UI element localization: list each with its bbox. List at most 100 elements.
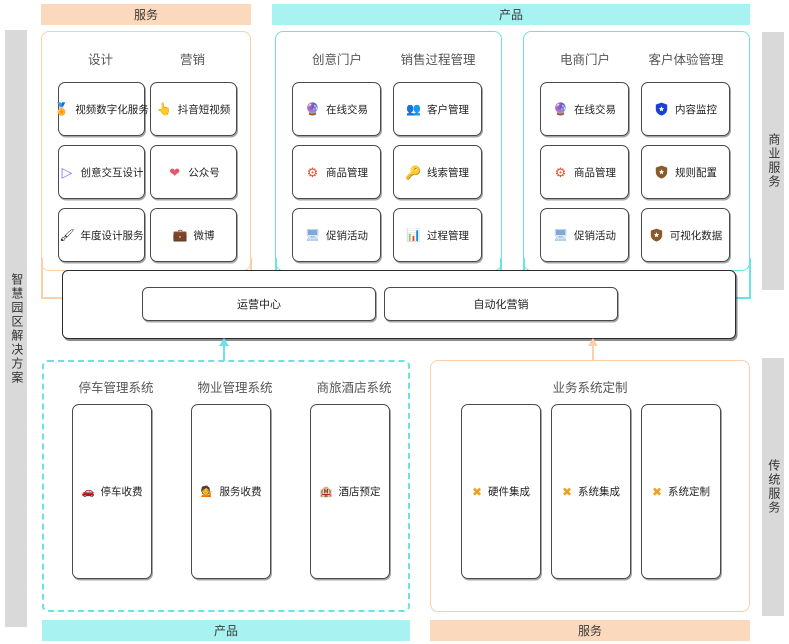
- column-title-ecommerce-portal: 电商门户: [559, 53, 610, 67]
- card-promotion-creative[interactable]: 🖥 促销活动: [292, 208, 381, 262]
- card-service-fee[interactable]: 💁 服务收费: [191, 404, 271, 579]
- top-banner-service: 服务: [41, 4, 251, 25]
- card-online-trade-ecommerce[interactable]: 🔮 在线交易: [540, 82, 629, 136]
- cross-tools-icon: ✖: [561, 484, 573, 499]
- column-title-hotel-system: 商旅酒店系统: [316, 381, 392, 395]
- gears-icon: ⚙: [554, 164, 567, 180]
- column-title-property-system: 物业管理系统: [197, 381, 273, 395]
- bottom-banner-product: 产品: [42, 620, 410, 641]
- card-label: 客户管理: [427, 103, 469, 116]
- bottom-banner-service: 服务: [430, 620, 750, 641]
- card-customer-management[interactable]: 👥 客户管理: [393, 82, 482, 136]
- connector-cx-right-vertical: [749, 258, 751, 298]
- connector-design-left-horizontal: [41, 297, 63, 299]
- card-system-customization[interactable]: ✖ 系统定制: [641, 404, 721, 579]
- platform-bar-marketing-automation[interactable]: 自动化营销: [384, 287, 618, 321]
- card-video-digitization[interactable]: 🏅 视频数字化服务: [54, 82, 149, 136]
- card-promotion-ecommerce[interactable]: 🖥 促销活动: [540, 208, 629, 262]
- card-label: 规则配置: [675, 166, 717, 179]
- card-douyin-short-video[interactable]: 👆 抖音短视频: [150, 82, 237, 136]
- hotel-icon: 🏨: [319, 486, 333, 498]
- card-label: 线索管理: [427, 166, 469, 179]
- card-system-integration[interactable]: ✖ 系统集成: [551, 404, 631, 579]
- panel-legacy-systems: [42, 360, 410, 612]
- monitor-icon: 🖥: [552, 228, 569, 242]
- right-rail-legacy-label: 传统服务: [766, 459, 781, 515]
- card-label: 在线交易: [574, 103, 616, 116]
- column-title-marketing: 营销: [179, 53, 205, 67]
- card-content-monitoring[interactable]: 内容监控: [641, 82, 730, 136]
- card-rule-configuration[interactable]: 规则配置: [641, 145, 730, 199]
- card-product-mgmt-ecommerce[interactable]: ⚙ 商品管理: [540, 145, 629, 199]
- globe-icon: 🔮: [553, 102, 568, 116]
- chart-icon: 📊: [406, 228, 421, 242]
- service-agent-icon: 💁: [200, 486, 214, 498]
- brush-icon: 🖌: [59, 228, 75, 242]
- card-visualized-data[interactable]: 可视化数据: [641, 208, 730, 262]
- card-label: 促销活动: [574, 229, 616, 242]
- card-parking-fee[interactable]: 🚗 停车收费: [72, 404, 152, 579]
- key-icon: 🔑: [405, 164, 422, 180]
- bottom-banner-product-label: 产品: [213, 624, 238, 638]
- card-label: 服务收费: [219, 486, 262, 498]
- right-rail-legacy-service: 传统服务: [762, 358, 784, 616]
- connector-sales-to-platform: [500, 258, 502, 271]
- card-label: 酒店预定: [338, 486, 381, 498]
- left-rail-solution: 智慧园区解决方案: [5, 30, 27, 627]
- card-process-management[interactable]: 📊 过程管理: [393, 208, 482, 262]
- right-rail-business-service: 商业服务: [762, 32, 784, 290]
- connector-design-left-vertical: [41, 258, 43, 298]
- heart-icon: ❤: [169, 164, 181, 180]
- card-label: 系统集成: [578, 486, 621, 498]
- right-rail-business-label: 商业服务: [766, 133, 781, 189]
- card-label: 在线交易: [326, 103, 368, 116]
- card-label: 可视化数据: [669, 229, 723, 242]
- card-hotel-booking[interactable]: 🏨 酒店预定: [310, 404, 390, 579]
- card-label: 停车收费: [100, 486, 143, 498]
- card-label: 内容监控: [675, 103, 717, 116]
- connector-legacy-to-platform-stem: [223, 345, 225, 361]
- card-official-account[interactable]: ❤ 公众号: [150, 145, 237, 199]
- card-label: 创意交互设计: [80, 166, 144, 179]
- card-product-mgmt-creative[interactable]: ⚙ 商品管理: [292, 145, 381, 199]
- bottom-banner-service-label: 服务: [577, 624, 602, 638]
- column-title-creative-portal: 创意门户: [311, 53, 362, 67]
- card-label: 年度设计服务: [80, 229, 144, 242]
- gears-icon: ⚙: [306, 164, 319, 180]
- shield-brown-icon: [649, 228, 664, 243]
- pointing-hand-icon: 👆: [156, 102, 172, 116]
- column-title-parking-system: 停车管理系统: [78, 381, 154, 395]
- column-title-sales-process: 销售过程管理: [400, 53, 476, 67]
- connector-cx-right-horizontal: [735, 297, 751, 299]
- platform-bar-label: 自动化营销: [473, 299, 529, 311]
- top-banner-product-label: 产品: [498, 8, 523, 22]
- card-creative-interaction-design[interactable]: ▷ 创意交互设计: [58, 145, 145, 199]
- parking-car-icon: 🚗: [81, 486, 95, 498]
- shield-blue-icon: [654, 102, 669, 117]
- card-weibo[interactable]: 💼 微博: [150, 208, 237, 262]
- left-rail-label: 智慧园区解决方案: [9, 272, 24, 385]
- connector-ecommerce-to-platform: [523, 258, 525, 271]
- card-label: 促销活动: [326, 229, 368, 242]
- column-title-cx-management: 客户体验管理: [648, 53, 724, 67]
- arrow-legacy-to-platform: [219, 338, 229, 346]
- card-label: 过程管理: [427, 229, 469, 242]
- card-lead-management[interactable]: 🔑 线索管理: [393, 145, 482, 199]
- users-icon: 👥: [406, 102, 421, 116]
- column-title-design: 设计: [87, 53, 113, 67]
- card-label: 视频数字化服务: [75, 103, 149, 116]
- card-online-trade-creative[interactable]: 🔮 在线交易: [292, 82, 381, 136]
- card-hardware-integration[interactable]: ✖ 硬件集成: [461, 404, 541, 579]
- card-label: 系统定制: [668, 486, 711, 498]
- top-banner-product: 产品: [272, 4, 750, 25]
- briefcase-icon: 💼: [172, 228, 188, 242]
- card-label: 微博: [193, 229, 215, 242]
- top-banner-service-label: 服务: [133, 8, 158, 22]
- connector-design-to-platform: [250, 258, 252, 271]
- platform-bar-operations-center[interactable]: 运营中心: [142, 287, 376, 321]
- card-annual-design-service[interactable]: 🖌 年度设计服务: [58, 208, 145, 262]
- cross-tools-icon: ✖: [471, 484, 483, 499]
- card-label: 公众号: [188, 166, 220, 179]
- card-label: 抖音短视频: [177, 103, 231, 116]
- arrow-custom-to-platform: [588, 338, 598, 346]
